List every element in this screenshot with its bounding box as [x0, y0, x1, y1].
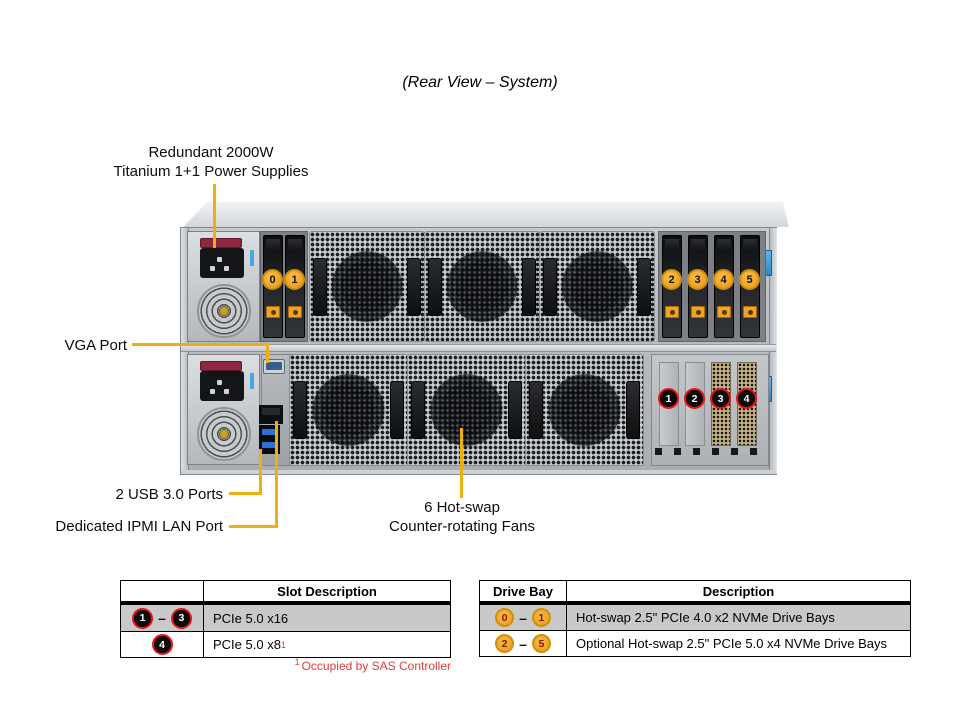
drive-description-cell: Optional Hot-swap 2.5" PCIe 5.0 x4 NVMe … [567, 631, 910, 656]
chassis-base-strip [181, 470, 776, 474]
label-hot-swap-fans: 6 Hot-swap Counter-rotating Fans [352, 498, 572, 536]
callout-line-ipmi-v [275, 421, 278, 528]
usb-3-ports [259, 425, 280, 454]
label-power-supplies-line1: Redundant 2000W [148, 144, 274, 161]
psu-fan-hub [219, 429, 229, 439]
drive-badge-0: 0 [495, 608, 515, 627]
psu-fan-hub [219, 306, 229, 316]
slot-badges-cell: 4 [121, 632, 204, 657]
drive-bay-badge-1: 1 [284, 269, 305, 290]
callout-line-fans [460, 428, 463, 498]
fan-module-top-3 [539, 231, 655, 342]
slot-description-cell: PCIe 5.0 x16 [204, 605, 450, 631]
psu-handle-tab [250, 250, 254, 266]
drive-tray-latch [665, 306, 679, 318]
slot-table-header-description: Slot Description [277, 583, 377, 599]
slot-badges-cell: 1 – 3 [121, 605, 204, 631]
footnote-text: Occupied by SAS Controller [301, 659, 451, 673]
slot-badge-3: 3 [170, 607, 192, 629]
pcie-slot-badge-2: 2 [684, 388, 705, 409]
psu-handle-tab [250, 373, 254, 389]
slot-description-text: PCIe 5.0 x8 [213, 637, 281, 652]
slot-table-header-row: Slot Description [121, 581, 450, 604]
slot-badge-4: 4 [151, 634, 173, 655]
drive-tray-latch [266, 306, 280, 318]
drive-bay-badge-0: 0 [262, 269, 283, 290]
label-hot-swap-fans-line2: Counter-rotating Fans [389, 518, 535, 535]
fan-module-bottom-2 [407, 354, 526, 466]
chassis-rear-face: 0 1 2 3 4 5 [180, 227, 777, 475]
slot-badge-1: 1 [132, 607, 154, 629]
callout-line-usb-v [259, 449, 262, 495]
callout-line-vga-h [132, 343, 269, 346]
footnote-marker: 1 [294, 657, 300, 667]
drive-table-header-description: Description [702, 583, 775, 599]
pcie-slot-badge-3: 3 [710, 388, 731, 409]
psu-power-inlet [200, 248, 244, 278]
range-dash: – [519, 609, 527, 626]
drive-tray-latch [717, 306, 731, 318]
range-dash: – [158, 610, 166, 626]
drive-tray-latch [288, 306, 302, 318]
drive-bay-badge-4: 4 [713, 269, 734, 290]
drive-badges-cell: 0 – 1 [480, 605, 567, 630]
page-title: (Rear View – System) [402, 74, 558, 91]
slot-description-text: PCIe 5.0 x16 [213, 610, 289, 626]
fan-module-bottom-3 [525, 354, 644, 466]
callout-line-vga-v [266, 343, 269, 363]
pcie-slot-cutouts [655, 448, 763, 455]
drive-description-cell: Hot-swap 2.5" PCIe 4.0 x2 NVMe Drive Bay… [567, 605, 910, 630]
drive-badge-2: 2 [495, 634, 515, 653]
drive-bay-badge-3: 3 [687, 269, 708, 290]
label-ipmi-lan-port: Dedicated IPMI LAN Port [55, 518, 223, 535]
ipmi-lan-port [259, 405, 283, 424]
drive-tray-latch [691, 306, 705, 318]
drive-badges-cell: 2 – 5 [480, 631, 567, 656]
callout-line-power [213, 184, 216, 248]
power-supply-bottom [187, 354, 260, 465]
pcie-slot-badge-4: 4 [736, 388, 757, 409]
drive-bay-badge-2: 2 [661, 269, 682, 290]
drive-badge-5: 5 [531, 634, 551, 653]
label-power-supplies-line2: Titanium 1+1 Power Supplies [113, 163, 309, 180]
drive-tray-latch [743, 306, 757, 318]
pcie-slot-badge-1: 1 [658, 388, 679, 409]
drive-table-row-2: 2 – 5 Optional Hot-swap 2.5" PCIe 5.0 x4… [480, 630, 910, 656]
label-usb-ports: 2 USB 3.0 Ports [115, 486, 223, 503]
slot-table-row-1: 1 – 3 PCIe 5.0 x16 [121, 604, 450, 631]
label-hot-swap-fans-line1: 6 Hot-swap [424, 499, 500, 516]
slot-table-header-empty [121, 581, 204, 601]
slot-description-table: Slot Description 1 – 3 PCIe 5.0 x16 4 PC… [120, 580, 451, 658]
fan-module-top-1 [309, 231, 425, 342]
drive-table-row-1: 0 – 1 Hot-swap 2.5" PCIe 4.0 x2 NVMe Dri… [480, 604, 910, 630]
chassis-mid-seam [181, 344, 776, 352]
drive-bay-badge-5: 5 [739, 269, 760, 290]
fan-module-bottom-1 [289, 354, 408, 466]
drive-table-header-row: Drive Bay Description [480, 581, 910, 604]
psu-power-inlet [200, 371, 244, 401]
fan-module-top-2 [424, 231, 540, 342]
footnote-marker: 1 [280, 639, 286, 650]
callout-line-ipmi-h [229, 525, 278, 528]
drive-badge-1: 1 [531, 608, 551, 627]
drive-bay-table: Drive Bay Description 0 – 1 Hot-swap 2.5… [479, 580, 911, 657]
label-vga-port: VGA Port [64, 337, 127, 354]
callout-line-usb-h [229, 492, 262, 495]
power-supply-top [187, 231, 260, 342]
chassis-top-face [183, 202, 789, 227]
range-dash: – [519, 635, 527, 652]
drive-table-header-bay: Drive Bay [480, 581, 567, 601]
label-power-supplies: Redundant 2000W Titanium 1+1 Power Suppl… [96, 143, 326, 181]
release-latch-top [765, 250, 772, 276]
psu-retention-clip [200, 238, 242, 248]
drive-description-text: Hot-swap 2.5" PCIe 4.0 x2 NVMe Drive Bay… [576, 610, 835, 625]
psu-retention-clip [200, 361, 242, 371]
drive-description-text: Optional Hot-swap 2.5" PCIe 5.0 x4 NVMe … [576, 636, 887, 651]
